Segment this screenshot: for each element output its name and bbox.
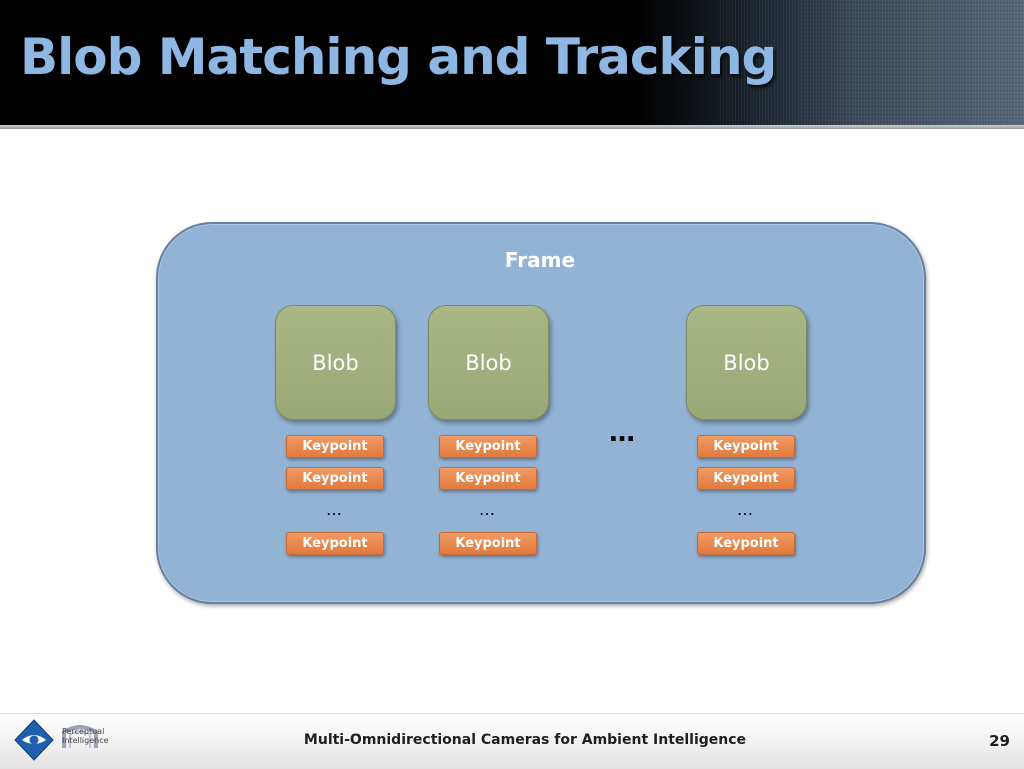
blob-2-keypoint-2: Keypoint	[439, 467, 537, 490]
blob-3-keypoint-1: Keypoint	[697, 435, 795, 458]
blob-3-keypoint-2: Keypoint	[697, 467, 795, 490]
blob-1-keypoint-1: Keypoint	[286, 435, 384, 458]
logo-text-line-1: Perceptual	[62, 727, 104, 736]
blob-2: Blob	[428, 305, 549, 420]
blob-3-keypoints-ellipsis: …	[737, 500, 753, 519]
blob-3: Blob	[686, 305, 807, 420]
footer-presentation-title: Multi-Omnidirectional Cameras for Ambien…	[303, 732, 747, 748]
blob-1-keypoint-n: Keypoint	[286, 532, 384, 555]
blob-1: Blob	[275, 305, 396, 420]
title-bar	[0, 0, 1024, 127]
blob-2-keypoint-n: Keypoint	[439, 532, 537, 555]
blobs-ellipsis: …	[609, 418, 635, 448]
blob-1-keypoints-ellipsis: …	[326, 500, 342, 519]
logo-text-line-2: Intelligence	[62, 736, 109, 745]
blob-3-keypoint-n: Keypoint	[697, 532, 795, 555]
blob-1-keypoint-2: Keypoint	[286, 467, 384, 490]
logo-diamond-icon	[14, 719, 54, 761]
blob-2-keypoints-ellipsis: …	[479, 500, 495, 519]
page-number: 29	[989, 732, 1010, 750]
footer-bar	[0, 713, 1024, 769]
logo-arch-icon	[62, 725, 98, 748]
title-bar-texture	[720, 0, 1024, 127]
frame-label: Frame	[504, 248, 576, 272]
perceptual-intelligence-logo: Perceptual Intelligence	[14, 719, 109, 761]
slide-title: Blob Matching and Tracking	[20, 28, 777, 86]
title-bar-divider	[0, 125, 1024, 129]
blob-2-keypoint-1: Keypoint	[439, 435, 537, 458]
